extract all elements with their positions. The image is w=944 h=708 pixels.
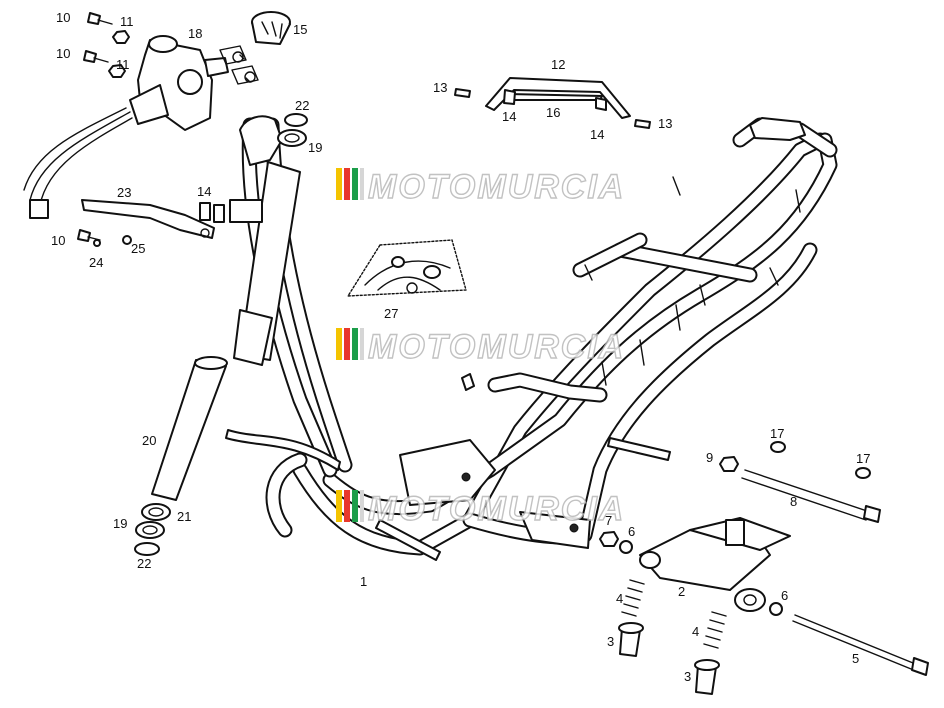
label-9: 9 <box>706 450 713 465</box>
label-4: 4 <box>616 591 623 606</box>
label-13: 13 <box>658 116 672 131</box>
wiring-harness-bag <box>347 239 467 297</box>
watermark-stripe <box>336 168 342 200</box>
bearings <box>134 113 308 556</box>
watermark-stripe <box>344 490 350 522</box>
label-6: 6 <box>628 524 635 539</box>
watermark-stripe <box>344 328 350 360</box>
label-14: 14 <box>590 127 604 142</box>
label-19: 19 <box>308 140 322 155</box>
label-17: 17 <box>770 426 784 441</box>
watermark-stripe <box>360 168 364 200</box>
label-21: 21 <box>177 509 191 524</box>
ignition-switch-assembly <box>23 35 259 219</box>
label-18: 18 <box>188 26 202 41</box>
watermark: MOTOMURCIA <box>336 489 625 529</box>
label-13: 13 <box>433 80 447 95</box>
watermark-text: MOTOMURCIA <box>368 168 625 206</box>
label-4: 4 <box>692 624 699 639</box>
watermark-stripe <box>360 490 364 522</box>
watermark: MOTOMURCIA <box>336 327 625 367</box>
label-3: 3 <box>607 634 614 649</box>
label-17: 17 <box>856 451 870 466</box>
label-1: 1 <box>360 574 367 589</box>
watermark-stripe <box>360 328 364 360</box>
watermark-text: MOTOMURCIA <box>368 490 625 528</box>
label-6: 6 <box>781 588 788 603</box>
label-10: 10 <box>56 46 70 61</box>
label-22: 22 <box>137 556 151 571</box>
label-11: 11 <box>120 14 134 29</box>
label-7: 7 <box>605 513 612 528</box>
label-27: 27 <box>384 306 398 321</box>
label-10: 10 <box>56 10 70 25</box>
mount-plate <box>81 199 225 239</box>
label-15: 15 <box>293 22 307 37</box>
label-16: 16 <box>546 105 560 120</box>
label-22: 22 <box>295 98 309 113</box>
label-10: 10 <box>51 233 65 248</box>
steering-column <box>151 161 301 501</box>
watermark-text: MOTOMURCIA <box>368 328 625 366</box>
label-8: 8 <box>790 494 797 509</box>
label-20: 20 <box>142 433 156 448</box>
label-2: 2 <box>678 584 685 599</box>
label-11: 11 <box>116 57 130 72</box>
label-14: 14 <box>502 109 516 124</box>
rear-bracket <box>454 77 651 129</box>
label-5: 5 <box>852 651 859 666</box>
label-24: 24 <box>89 255 103 270</box>
label-25: 25 <box>131 241 145 256</box>
watermark-stripe <box>352 168 358 200</box>
watermark-stripe <box>352 490 358 522</box>
main-frame <box>225 115 838 561</box>
lock-cylinder <box>251 11 291 45</box>
label-14: 14 <box>197 184 211 199</box>
watermark-stripe <box>344 168 350 200</box>
watermark-stripe <box>352 328 358 360</box>
callout-labels: 1 2 3 3 4 4 5 6 6 7 8 9 10 10 10 11 11 1… <box>51 10 870 684</box>
label-3: 3 <box>684 669 691 684</box>
label-19: 19 <box>113 516 127 531</box>
watermark-stripe <box>336 490 342 522</box>
watermark: MOTOMURCIA <box>336 167 625 207</box>
label-23: 23 <box>117 185 131 200</box>
watermark-stripe <box>336 328 342 360</box>
fasteners-top-left <box>77 12 132 247</box>
springs-and-bushes <box>618 579 727 695</box>
engine-mount <box>599 441 929 676</box>
label-12: 12 <box>551 57 565 72</box>
